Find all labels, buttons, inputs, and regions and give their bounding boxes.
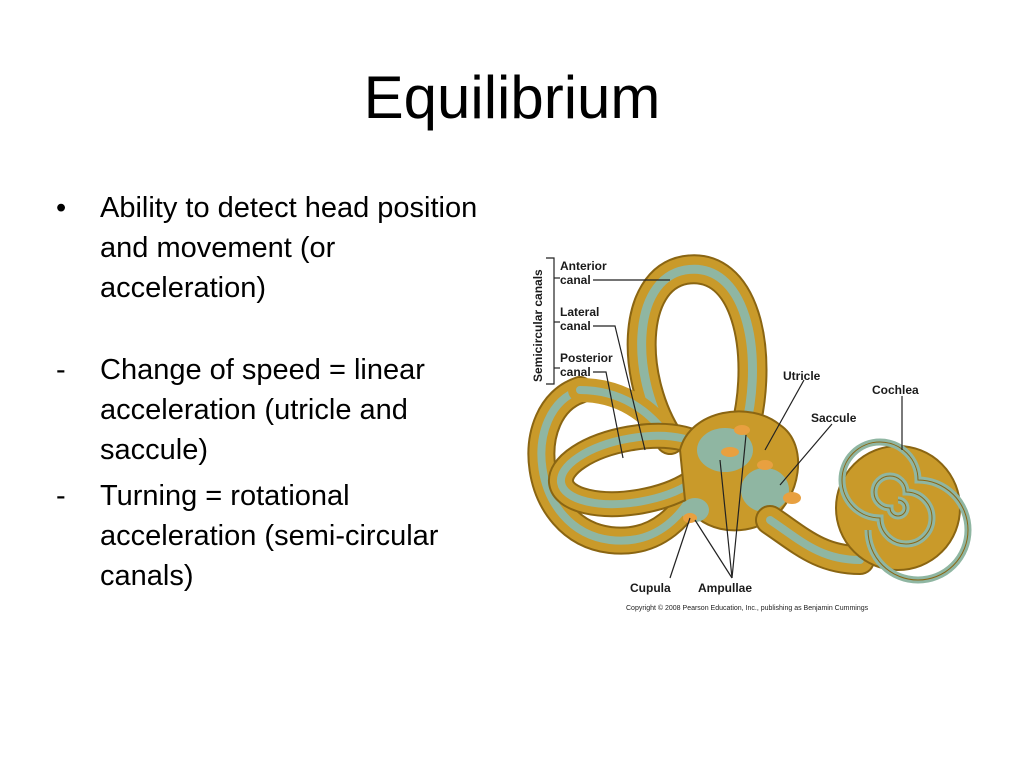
copyright-text: Copyright © 2008 Pearson Education, Inc.… bbox=[626, 604, 869, 612]
bullet-marker: • bbox=[56, 192, 67, 224]
cupula-label: Cupula bbox=[630, 581, 671, 595]
posterior-canal-label-2: canal bbox=[560, 365, 591, 379]
bullet-item: - Change of speed = linear acceleration … bbox=[56, 350, 496, 470]
anterior-canal-label-2: canal bbox=[560, 273, 591, 287]
lateral-canal-label-1: Lateral bbox=[560, 305, 599, 319]
semicircular-bracket bbox=[546, 257, 560, 385]
lateral-canal-label-2: canal bbox=[560, 319, 591, 333]
leader-lines bbox=[593, 279, 903, 579]
posterior-canal-label-1: Posterior bbox=[560, 351, 613, 365]
bullet-item: - Turning = rotational acceleration (sem… bbox=[56, 476, 496, 596]
bullet-text: Ability to detect head position and move… bbox=[100, 192, 478, 304]
bullet-list: • Ability to detect head position and mo… bbox=[56, 188, 496, 596]
anterior-canal-label-1: Anterior bbox=[560, 259, 607, 273]
bullet-text: Turning = rotational acceleration (semi-… bbox=[100, 480, 439, 592]
semicircular-canals-label: Semicircular canals bbox=[531, 269, 545, 382]
saccule-label: Saccule bbox=[811, 411, 857, 425]
bullet-item: • Ability to detect head position and mo… bbox=[56, 188, 496, 308]
bullet-marker: - bbox=[56, 354, 66, 386]
bullet-marker: - bbox=[56, 480, 66, 512]
slide-title: Equilibrium bbox=[363, 64, 661, 131]
inner-ear-illustration: Semicircular canals Anterior canal Later… bbox=[527, 254, 972, 612]
posterior-canal-shape bbox=[527, 376, 709, 555]
ampullae-label: Ampullae bbox=[698, 581, 752, 595]
cochlea-label: Cochlea bbox=[872, 383, 919, 397]
anterior-canal-shape bbox=[626, 254, 768, 455]
utricle-label: Utricle bbox=[783, 369, 821, 383]
cochlea-shape bbox=[755, 438, 972, 584]
bullet-text: Change of speed = linear acceleration (u… bbox=[100, 354, 425, 466]
inner-ear-diagram: Semicircular canals Anterior canal Later… bbox=[520, 240, 1000, 620]
